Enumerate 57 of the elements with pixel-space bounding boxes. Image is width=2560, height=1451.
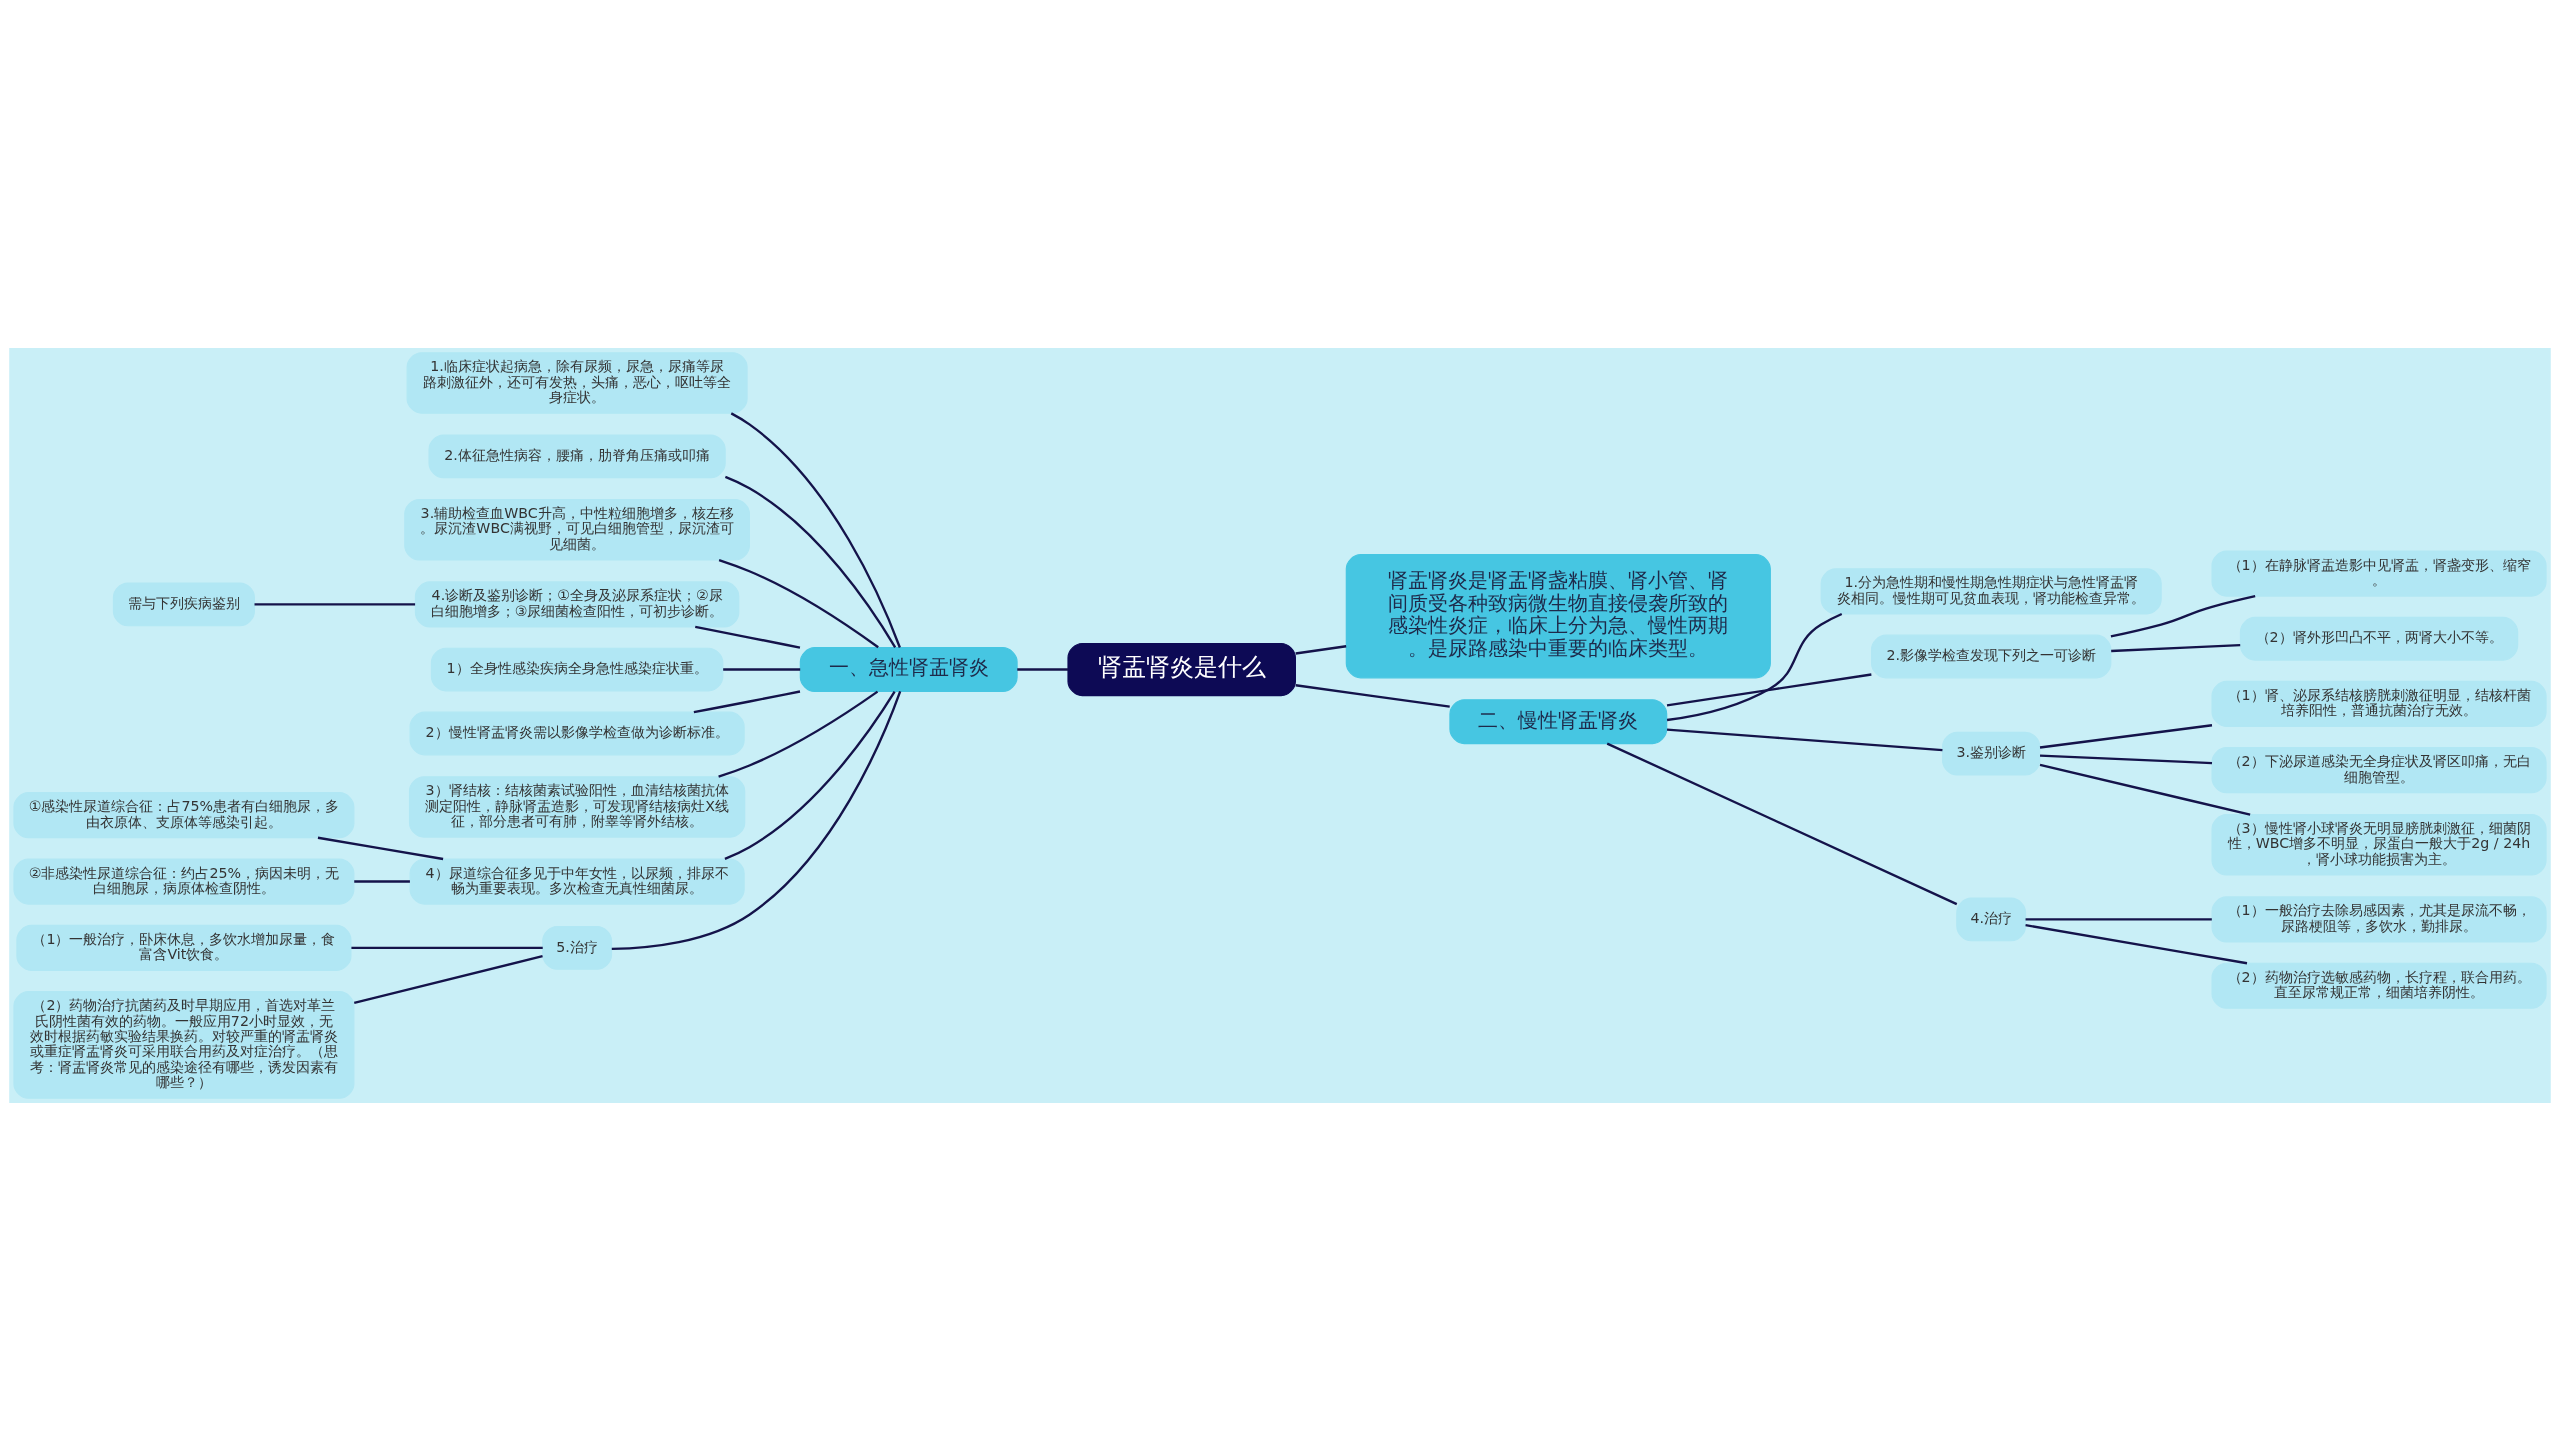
connector xyxy=(351,946,543,950)
node-box: （2）肾外形凹凸不平，两肾大小不等。 xyxy=(2239,616,2519,661)
connector xyxy=(1666,673,1872,707)
connector xyxy=(317,836,444,861)
node-box: （1）在静脉肾盂造影中见肾盂，肾盏变形、缩窄。 xyxy=(2211,550,2547,597)
node-box: 4.治疗 xyxy=(1956,897,2027,942)
connector xyxy=(254,603,416,606)
connector xyxy=(1606,742,1958,906)
node-box: （3）慢性肾小球肾炎无明显膀胱刺激征，细菌阴性，WBC增多不明显，尿蛋白一般大于2g / 24h，肾小球功能损害为主。 xyxy=(2211,814,2547,876)
connector xyxy=(2110,595,2256,638)
connector xyxy=(1666,612,1843,722)
connector xyxy=(724,475,897,649)
node-box: ②非感染性尿道综合征：约占25%，病因未明，无白细胞尿，病原体检查阴性。 xyxy=(13,858,355,905)
connector xyxy=(2025,923,2248,965)
connector xyxy=(2025,918,2212,921)
connector xyxy=(724,691,896,860)
connector xyxy=(693,690,801,714)
connector xyxy=(718,558,879,649)
node-box: 3.辅助检查血WBC升高，中性粒细胞增多，核左移。尿沉渣WBC满视野，可见白细胞管型，尿沉渣可见细菌。 xyxy=(404,499,750,561)
connector xyxy=(2039,754,2213,765)
connector xyxy=(1295,645,1347,655)
connector xyxy=(1017,668,1068,671)
node-box: 1.临床症状起病急，除有尿频，尿急，尿痛等尿路刺激征外，还可有发热，头痛，恶心，呕吐等全身症状。 xyxy=(406,352,748,414)
connector xyxy=(730,412,901,648)
connector xyxy=(2039,724,2213,749)
node-box: 1.分为急性期和慢性期急性期症状与急性肾盂肾炎相同。慢性期可见贫血表现，肾功能检查异常。 xyxy=(1820,568,2162,615)
connector xyxy=(1666,728,1943,752)
connector xyxy=(354,880,410,883)
node-box: ①感染性尿道综合征：占75%患者有白细胞尿，多由衣原体、支原体等感染引起。 xyxy=(13,792,355,839)
connector xyxy=(1295,684,1450,708)
node-box: 二、慢性肾盂肾炎 xyxy=(1449,699,1668,745)
connector xyxy=(695,625,801,649)
connector xyxy=(723,668,801,671)
connector xyxy=(353,955,543,1005)
node-box: 肾盂肾炎是肾盂肾盏粘膜、肾小管、肾间质受各种致病微生物直接侵袭所致的感染性炎症，临床上分为急、慢性两期。是尿路感染中重要的临床类型。 xyxy=(1345,554,1771,679)
node-box: 2）慢性肾盂肾炎需以影像学检查做为诊断标准。 xyxy=(409,711,745,756)
node-box: 2.体征急性病容，腰痛，肋脊角压痛或叩痛 xyxy=(428,434,726,479)
node-box: 肾盂肾炎是什么 xyxy=(1067,642,1296,697)
node-box: 2.影像学检查发现下列之一可诊断 xyxy=(1870,634,2112,679)
node-box: （1）肾、泌尿系结核膀胱刺激征明显，结核杆菌培养阳性，普通抗菌治疗无效。 xyxy=(2211,680,2547,727)
connector xyxy=(2111,643,2241,653)
node-box: 5.治疗 xyxy=(542,925,613,970)
node-box: （2）药物治疗选敏感药物，长疗程，联合用药。直至尿常规正常，细菌培养阴性。 xyxy=(2211,962,2547,1009)
node-box: 3）肾结核：结核菌素试验阳性，血清结核菌抗体测定阳性，静脉肾盂造影，可发现肾结核病灶X线征，部分患者可有肺，附睾等肾外结核。 xyxy=(408,776,746,838)
node-box: 4.诊断及鉴别诊断；①全身及泌尿系症状；②尿白细胞增多；③尿细菌检查阳性，可初步诊断。 xyxy=(414,581,740,628)
connector xyxy=(718,690,879,778)
node-box: （2）下泌尿道感染无全身症状及肾区叩痛，无白细胞管型。 xyxy=(2211,747,2547,794)
node-box: 1）全身性感染疾病全身急性感染症状重。 xyxy=(430,647,724,692)
node-box: （2）药物治疗抗菌药及时早期应用，首选对革兰氏阴性菌有效的药物。一般应用72小时显效，无效时根据药敏实验结果换药。对较严重的肾盂肾炎或重症肾盂肾炎可采用联合用药及对症治疗。（思考：肾盂肾炎常见的感染途径有哪些，诱发因素有哪些？） xyxy=(13,991,355,1099)
connector xyxy=(611,691,902,951)
node-box: 一、急性肾盂肾炎 xyxy=(799,647,1018,693)
node-box: （1）一般治疗去除易感因素，尤其是尿流不畅，尿路梗阻等，多饮水，勤排尿。 xyxy=(2211,896,2547,943)
connector xyxy=(2039,763,2251,816)
node-box: 3.鉴别诊断 xyxy=(1942,731,2041,776)
node-box: 需与下列疾病鉴别 xyxy=(112,582,255,627)
node-box: 4）尿道综合征多见于中年女性，以尿频，排尿不畅为重要表现。多次检查无真性细菌尿。 xyxy=(409,858,745,905)
node-box: （1）一般治疗，卧床休息，多饮水增加尿量，食富含Vit饮食。 xyxy=(16,924,352,971)
